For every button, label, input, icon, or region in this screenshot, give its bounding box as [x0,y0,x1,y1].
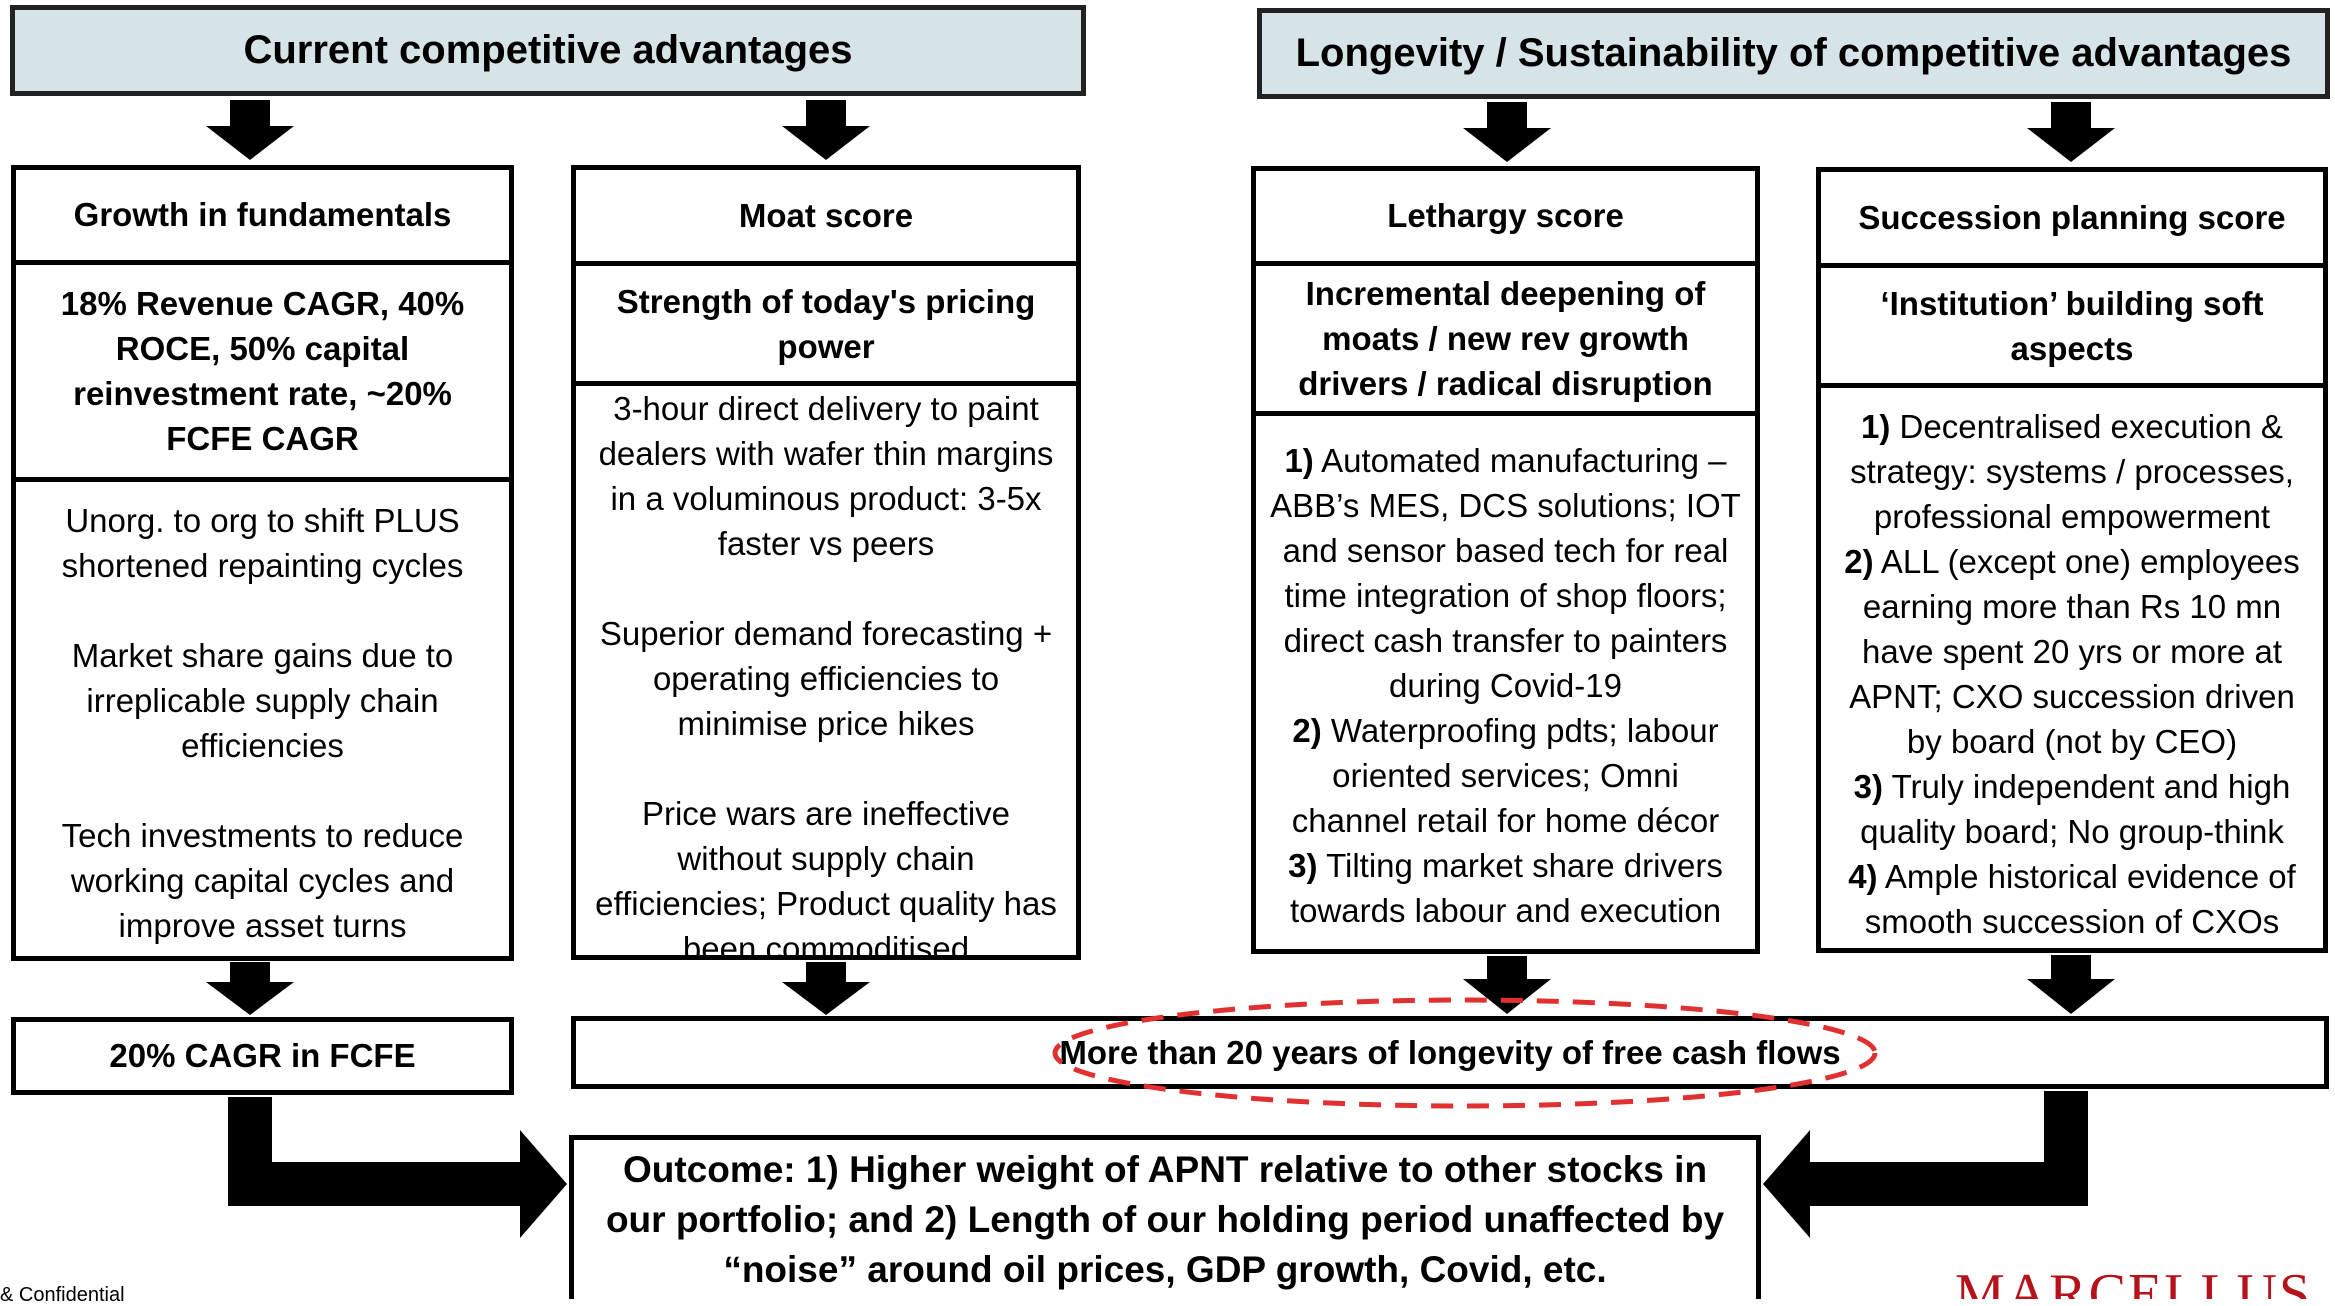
succession-title: Succession planning score [1821,172,2323,268]
moat-box: Moat score Strength of today's pricing p… [571,165,1081,960]
succession-item-2: 2) ALL (except one) employees earning mo… [1844,543,2300,760]
header-longevity: Longevity / Sustainability of competitiv… [1257,8,2330,99]
moat-title: Moat score [576,170,1076,266]
succession-item-1: 1) Decentralised execution & strategy: s… [1850,408,2294,535]
lethargy-item-3: 3) Tilting market share drivers towards … [1288,847,1723,929]
growth-box: Growth in fundamentals 18% Revenue CAGR,… [11,165,514,961]
growth-subtitle: 18% Revenue CAGR, 40% ROCE, 50% capital … [16,265,509,482]
lethargy-points: 1) Automated manufacturing – ABB’s MES, … [1256,416,1755,949]
arrow-down-icon [2027,102,2115,162]
arrow-down-icon [782,962,870,1015]
succession-item-4: 4) Ample historical evidence of smooth s… [1848,858,2296,940]
moat-points: 3-hour direct delivery to paint dealers … [576,386,1076,955]
elbow-arrow-right-icon [228,1097,567,1238]
growth-point-1: Unorg. to org to shift PLUS shortened re… [61,502,464,584]
lethargy-subtitle: Incremental deepening of moats / new rev… [1256,266,1755,416]
moat-point-1: 3-hour direct delivery to paint dealers … [598,390,1054,562]
lethargy-item-2: 2) Waterproofing pdts; labour oriented s… [1291,712,1720,839]
succession-subtitle: ‘Institution’ building soft aspects [1821,268,2323,388]
growth-point-2: Market share gains due to irreplicable s… [71,637,454,764]
highlight-ellipse [1052,997,1878,1109]
arrow-down-icon [206,100,294,160]
outcome-box: Outcome: 1) Higher weight of APNT relati… [569,1135,1761,1299]
elbow-arrow-left-icon [1763,1091,2088,1238]
longevity-result-box: More than 20 years of longevity of free … [571,1016,2329,1089]
moat-point-3: Price wars are ineffective without suppl… [595,795,1057,955]
moat-point-2: Superior demand forecasting + operating … [599,615,1053,742]
growth-title: Growth in fundamentals [16,170,509,265]
succession-item-3: 3) Truly independent and high quality bo… [1853,768,2291,850]
company-logo: MARCELLUS [1955,1266,2335,1299]
moat-subtitle: Strength of today's pricing power [576,266,1076,386]
fcfe-result-box: 20% CAGR in FCFE [11,1017,514,1095]
header-current-advantages: Current competitive advantages [10,5,1086,96]
lethargy-box: Lethargy score Incremental deepening of … [1251,166,1760,954]
growth-point-3: Tech investments to reduce working capit… [61,817,464,944]
logo-text: MARCELLUS [1955,1266,2313,1299]
arrow-down-icon [2027,955,2115,1014]
arrow-down-icon [782,100,870,160]
footer-confidential: & Confidential [0,1284,125,1306]
succession-box: Succession planning score ‘Institution’ … [1816,167,2328,953]
lethargy-item-1: 1) Automated manufacturing – ABB’s MES, … [1270,442,1741,704]
arrow-down-icon [1463,956,1551,1014]
arrow-down-icon [1463,102,1551,162]
succession-points: 1) Decentralised execution & strategy: s… [1821,388,2323,948]
growth-points: Unorg. to org to shift PLUS shortened re… [16,482,509,956]
arrow-down-icon [206,962,294,1015]
lethargy-title: Lethargy score [1256,171,1755,266]
